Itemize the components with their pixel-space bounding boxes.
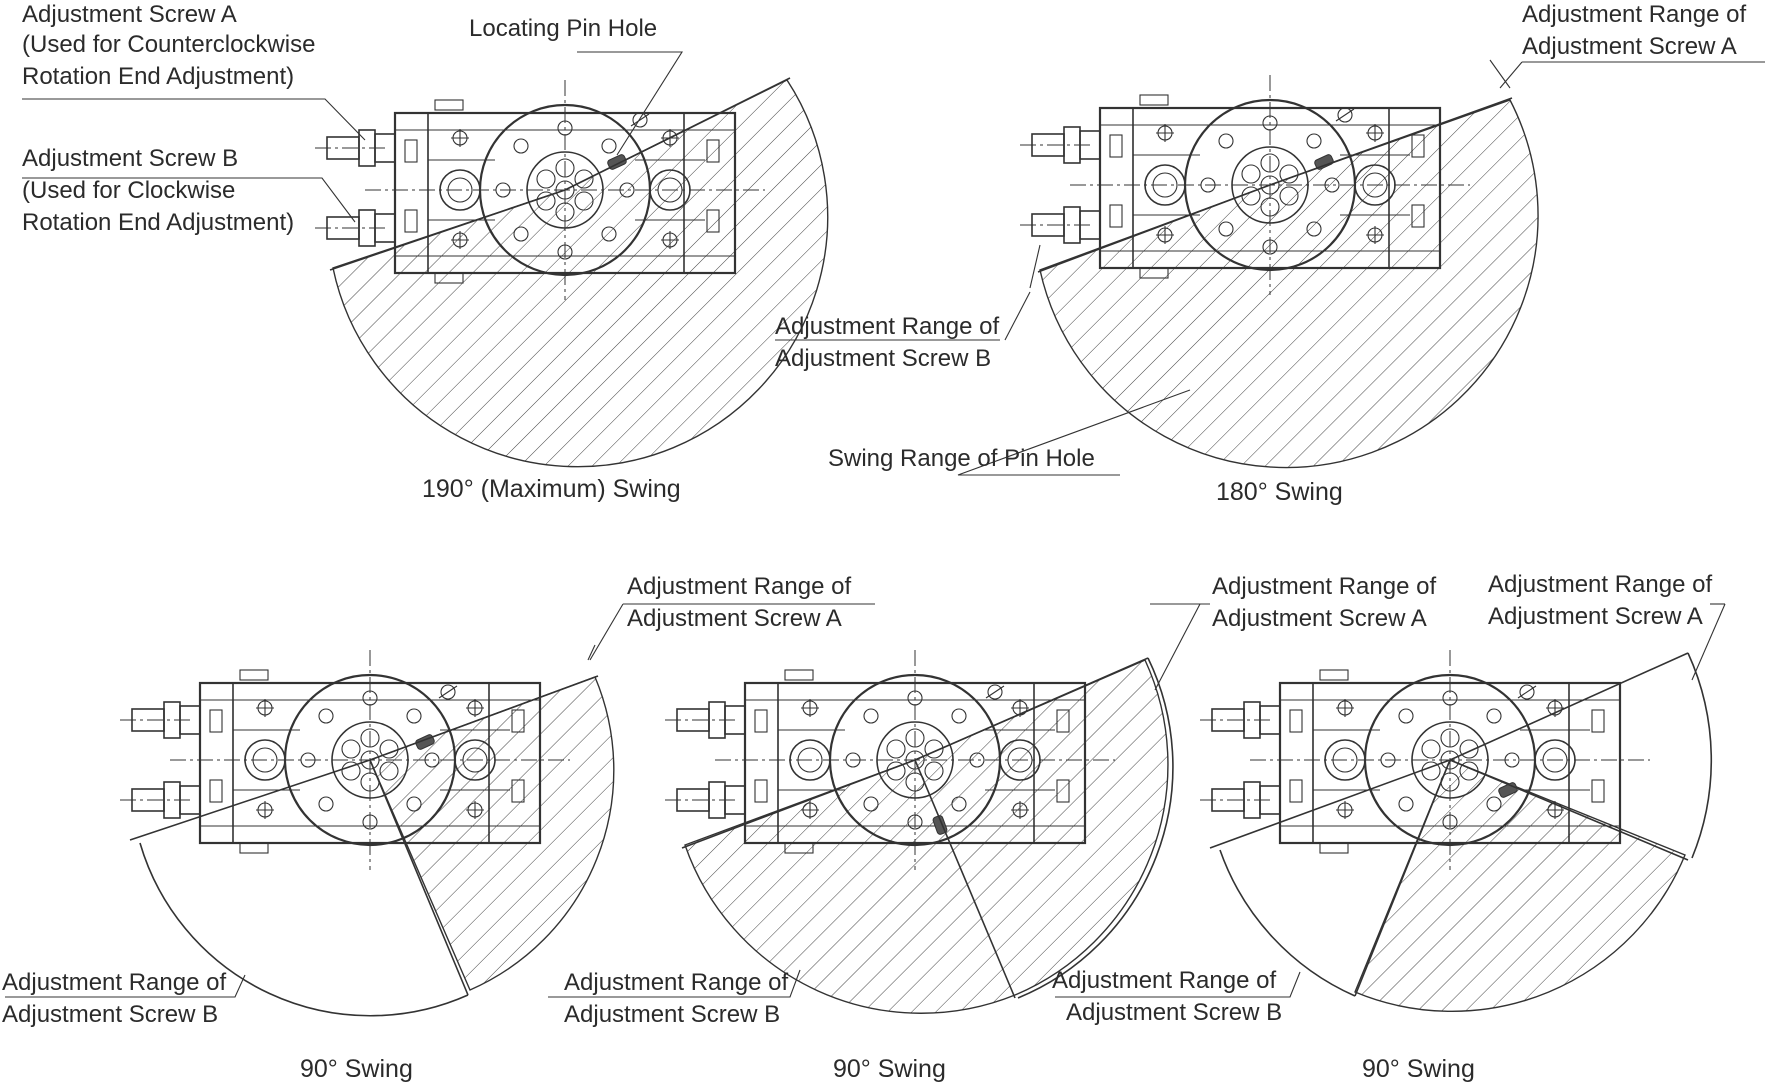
swing-range-hatch	[369, 676, 615, 991]
d4-adj-range-b-line2: Adjustment Screw B	[564, 1001, 780, 1028]
d5-adj-range-b-line2: Adjustment Screw B	[1066, 999, 1282, 1026]
caption-90-swing-2: 90° Swing	[833, 1055, 946, 1083]
caption-180-swing: 180° Swing	[1216, 478, 1343, 506]
d5-adj-range-a-line2: Adjustment Screw A	[1488, 603, 1703, 630]
diagram-190-swing	[22, 51, 829, 468]
d4-adj-range-b-line1: Adjustment Range of	[564, 969, 788, 996]
d3-adj-range-b-line1: Adjustment Range of	[2, 969, 226, 996]
d2-adj-range-a-line2: Adjustment Screw A	[1522, 33, 1737, 60]
screw-b-line2: (Used for Clockwise	[22, 177, 235, 204]
d4-adj-range-a-line2: Adjustment Screw A	[1212, 605, 1427, 632]
d3-adj-range-a-line1: Adjustment Range of	[627, 573, 851, 600]
caption-190-swing: 190° (Maximum) Swing	[422, 475, 681, 503]
d5-adj-range-b-line1: Adjustment Range of	[1052, 967, 1276, 994]
screw-a-line3: Rotation End Adjustment)	[22, 63, 294, 90]
swing-range-pin-hole-label: Swing Range of Pin Hole	[828, 445, 1095, 472]
diagram-90-swing-1	[5, 603, 875, 1017]
diagram-90-swing-2	[548, 603, 1210, 1014]
diagram-captions: 190° (Maximum) Swing 180° Swing 90° Swin…	[300, 475, 1475, 1083]
d2-adj-range-b-line2: Adjustment Screw B	[775, 345, 991, 372]
caption-90-swing-1: 90° Swing	[300, 1055, 413, 1083]
d4-adj-range-a-line1: Adjustment Range of	[1212, 573, 1436, 600]
caption-90-swing-3: 90° Swing	[1362, 1055, 1475, 1083]
diagram-180-swing	[957, 59, 1765, 476]
swing-range-hatch	[684, 659, 1169, 1014]
swing-range-hatch	[1354, 759, 1686, 1013]
screw-a-title: Adjustment Screw A	[22, 1, 237, 28]
annotation-labels: Adjustment Screw A (Used for Countercloc…	[2, 1, 1746, 1028]
swing-range-hatch	[1039, 99, 1539, 469]
screw-a-line2: (Used for Counterclockwise	[22, 31, 315, 58]
d2-adj-range-a-line1: Adjustment Range of	[1522, 1, 1746, 28]
diagram-90-swing-3	[1055, 603, 1726, 1013]
d2-adj-range-b-line1: Adjustment Range of	[775, 313, 999, 340]
screw-b-title: Adjustment Screw B	[22, 145, 238, 172]
d3-adj-range-b-line2: Adjustment Screw B	[2, 1001, 218, 1028]
locating-pin-hole-label: Locating Pin Hole	[469, 15, 657, 42]
d3-adj-range-a-line2: Adjustment Screw A	[627, 605, 842, 632]
d5-adj-range-a-line1: Adjustment Range of	[1488, 571, 1712, 598]
screw-b-line3: Rotation End Adjustment)	[22, 209, 294, 236]
